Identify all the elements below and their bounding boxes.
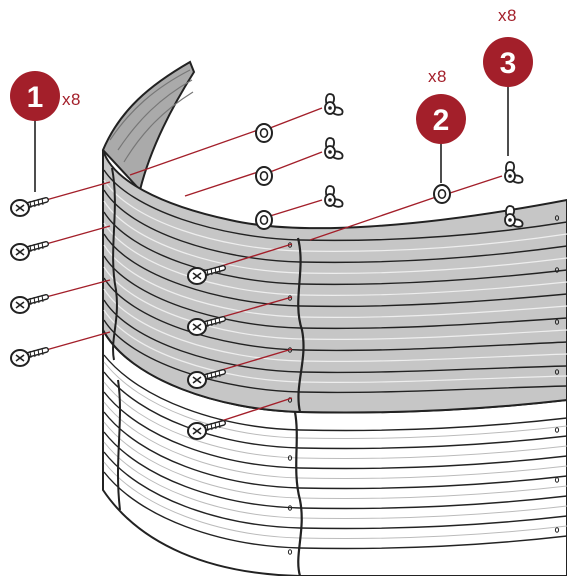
wing-nut-icon bbox=[324, 185, 344, 208]
screw-icon bbox=[11, 242, 46, 260]
washer-icon bbox=[255, 210, 273, 230]
washer-icon bbox=[255, 123, 273, 143]
screw-icon bbox=[11, 295, 46, 313]
wing-nut-icon bbox=[324, 93, 344, 116]
callout-number-3: 3 bbox=[500, 47, 517, 80]
upper-panel bbox=[102, 149, 567, 414]
quantity-label-3: x8 bbox=[498, 6, 517, 25]
callout-badge-1: 1 bbox=[10, 71, 60, 121]
lower-panel bbox=[102, 329, 567, 576]
callout-number-2: 2 bbox=[433, 104, 450, 137]
screw-icon bbox=[11, 198, 46, 216]
callout-leaders bbox=[34, 84, 509, 192]
washer-icon bbox=[433, 184, 451, 204]
washer-icon bbox=[255, 166, 273, 186]
callout-number-1: 1 bbox=[27, 81, 44, 114]
screw-icon bbox=[11, 348, 46, 366]
quantity-label-1: x8 bbox=[62, 90, 81, 109]
callout-badge-3: 3 bbox=[483, 37, 533, 87]
wing-nut-icon bbox=[324, 137, 344, 160]
callout-badge-2: 2 bbox=[416, 94, 466, 144]
assembly-leader-lines bbox=[45, 107, 503, 424]
upper-panel-inner bbox=[101, 60, 196, 193]
wing-nut-icon bbox=[504, 161, 524, 184]
quantity-label-2: x8 bbox=[428, 67, 447, 86]
